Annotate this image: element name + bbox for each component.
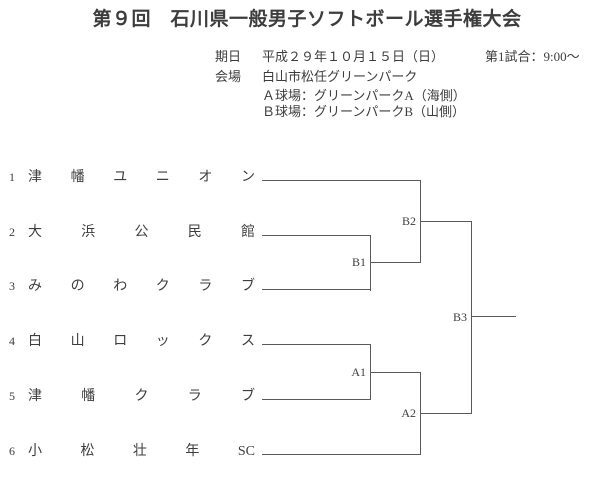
team-name: み の わ ク ラ ブ (28, 279, 255, 294)
team5-line (262, 399, 370, 400)
match-b1-bracket-vertical (370, 235, 371, 291)
team-name: 白 山 ロ ッ ク ス (28, 334, 255, 349)
team-row-2: 2 大 浜 公 民 館 (0, 224, 300, 241)
team-name: 津 幡 ク ラ ブ (28, 389, 255, 404)
team6-line (262, 454, 420, 455)
date-label: 期日 (215, 49, 242, 64)
match-label-a1: A1 (351, 365, 366, 379)
team4-line (262, 344, 370, 345)
team2-line (262, 235, 370, 236)
team-row-1: 1 津 幡 ユ ニ オ ン (0, 169, 300, 186)
page-title: 第９回 石川県一般男子ソフトボール選手権大会 (92, 9, 522, 30)
team-seed: 6 (9, 444, 15, 458)
team-row-3: 3 み の わ ク ラ ブ (0, 278, 300, 295)
match-b3-champion-line (471, 316, 516, 317)
team-seed: 1 (9, 170, 15, 184)
match-a2-winner-line (420, 413, 471, 414)
team-row-5: 5 津 幡 ク ラ ブ (0, 388, 300, 405)
match-b3-bracket-vertical (471, 221, 472, 414)
team-seed: 5 (9, 389, 15, 403)
team-name: 津 幡 ユ ニ オ ン (28, 170, 255, 185)
field-b-note: Ｂ球場：グリーンパークB（山側） (262, 104, 466, 119)
match-label-b2: B2 (401, 214, 416, 228)
first-game-time: 第1試合：9:00～ (485, 49, 580, 64)
match-b1-winner-line (370, 262, 420, 263)
team3-line (262, 289, 370, 290)
team-seed: 2 (9, 225, 15, 239)
team-name: 大 浜 公 民 館 (28, 225, 255, 240)
team-row-4: 4 白 山 ロ ッ ク ス (0, 333, 300, 350)
team1-line (262, 180, 420, 181)
team-row-6: 6 小 松 壮 年 SC (0, 443, 300, 460)
venue-value: 白山市松任グリーンパーク (262, 69, 418, 84)
match-b2-winner-line (420, 221, 471, 222)
field-a-note: Ａ球場：グリーンパークA（海側） (262, 88, 466, 103)
venue-label: 会場 (215, 69, 242, 84)
team-seed: 4 (9, 334, 15, 348)
team-seed: 3 (9, 279, 15, 293)
team-name: 小 松 壮 年 SC (28, 444, 255, 459)
match-label-b1: B1 (351, 255, 366, 269)
match-label-b3: B3 (452, 310, 467, 324)
date-value: 平成２９年１０月１５日（日） (262, 49, 445, 64)
match-label-a2: A2 (401, 406, 416, 420)
match-a1-winner-line (370, 372, 420, 373)
